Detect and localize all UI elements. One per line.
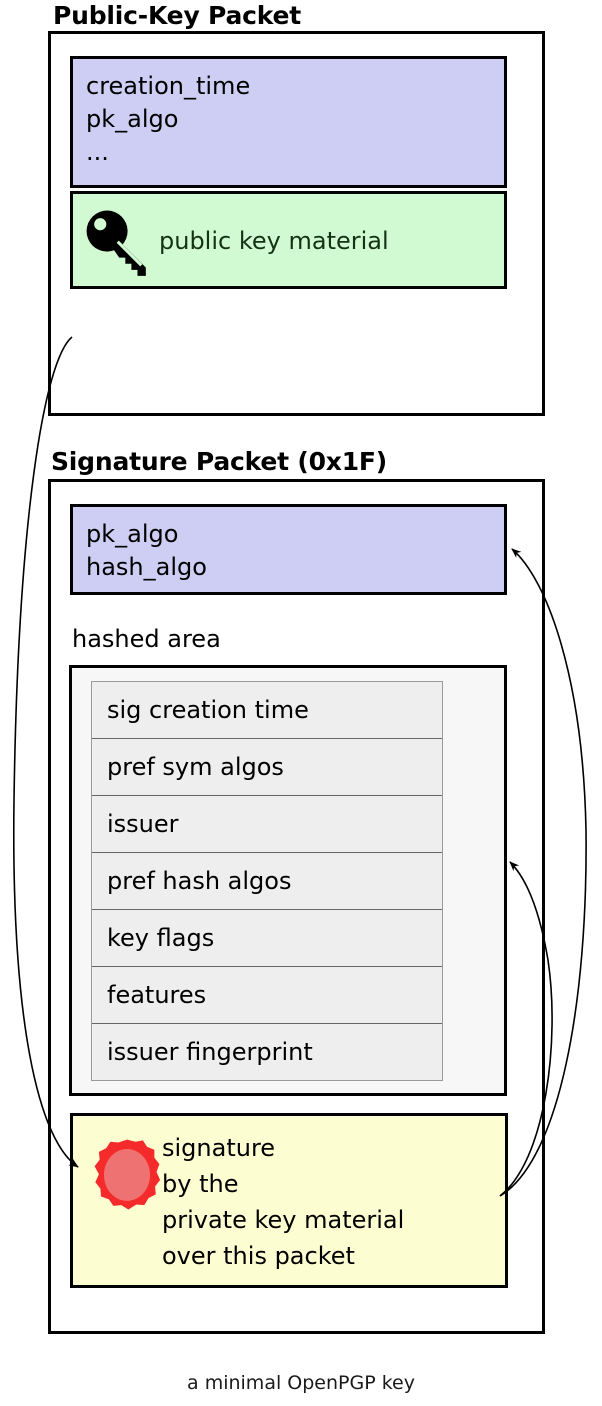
- signature-description-text: signature by the private key material ov…: [162, 1134, 405, 1270]
- hashed-area-label: hashed area: [72, 625, 221, 653]
- hashed-subpacket-row: issuer fingerprint: [92, 1024, 442, 1081]
- public-key-material-label: public key material: [159, 227, 389, 255]
- seal-icon: [94, 1139, 161, 1210]
- public-key-packet-title: Public-Key Packet: [53, 1, 302, 30]
- signature-packet-title: Signature Packet (0x1F): [51, 447, 388, 476]
- hashed-subpacket-row: pref hash algos: [92, 853, 442, 910]
- signature-algo-fields-text: pk_algo hash_algo: [86, 520, 207, 581]
- hashed-subpacket-row: features: [92, 967, 442, 1024]
- signature-packet-frame: pk_algo hash_algo hashed area sig creati…: [48, 479, 545, 1334]
- hashed-subpacket-row: pref sym algos: [92, 739, 442, 796]
- diagram-caption: a minimal OpenPGP key: [187, 1372, 415, 1394]
- hashed-subpacket-row: key flags: [92, 910, 442, 967]
- signature-box: signature by the private key material ov…: [70, 1113, 508, 1288]
- public-key-header-fields-box: creation_time pk_algo ...: [70, 56, 507, 188]
- public-key-packet-frame: creation_time pk_algo ... public key mat…: [48, 31, 545, 416]
- public-key-header-fields-text: creation_time pk_algo ...: [86, 72, 251, 166]
- hashed-subpacket-row: sig creation time: [92, 682, 442, 739]
- hashed-subpacket-row: issuer: [92, 796, 442, 853]
- public-key-material-box: public key material: [70, 191, 507, 289]
- key-icon: [86, 210, 146, 276]
- signature-algo-fields-box: pk_algo hash_algo: [70, 504, 507, 595]
